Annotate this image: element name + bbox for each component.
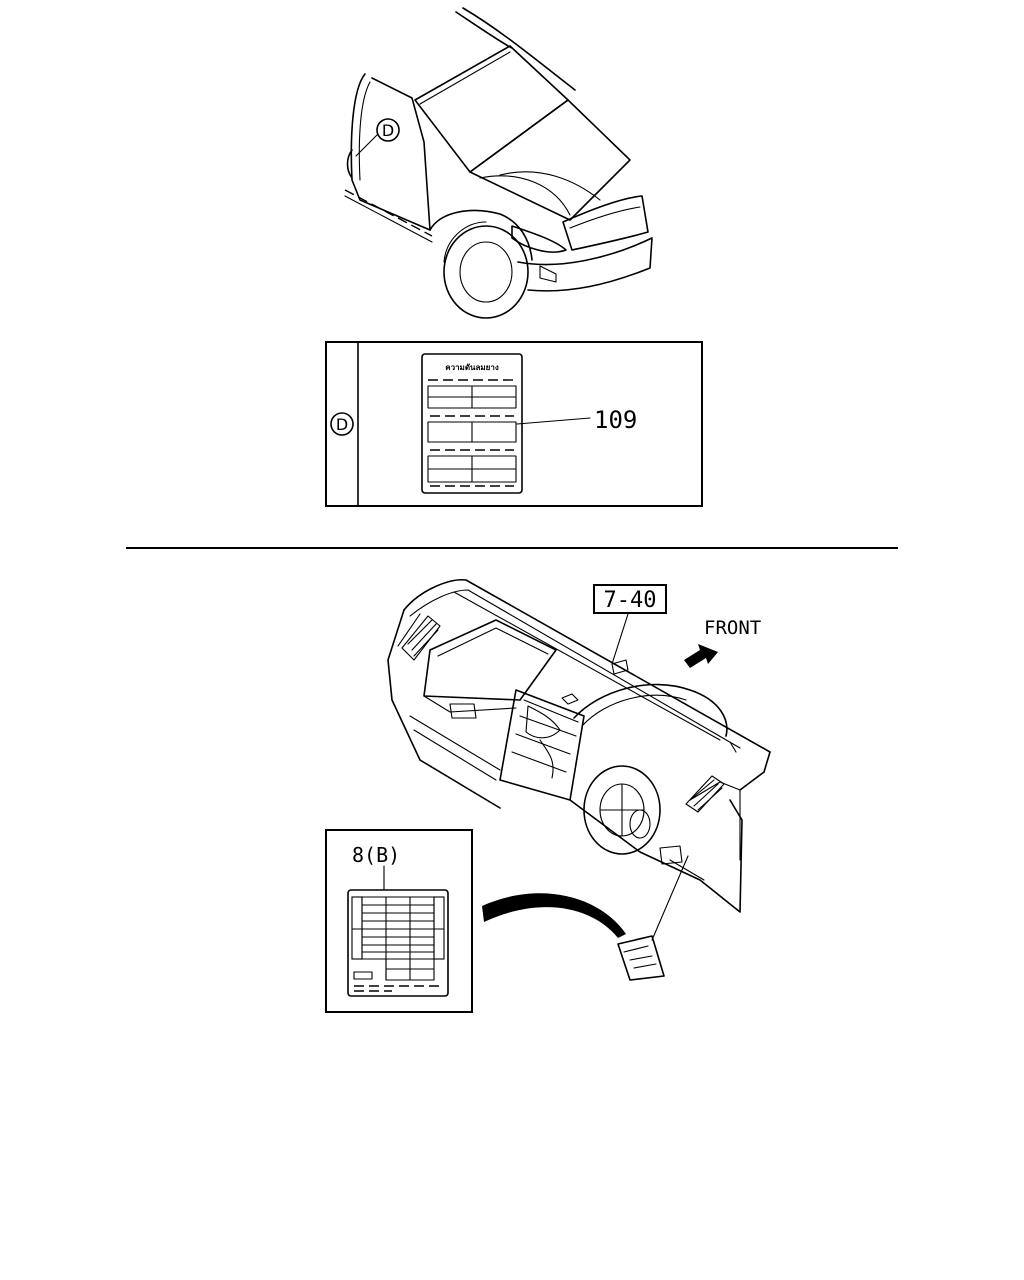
fuse-label-sticker (347, 889, 449, 997)
part-number-109: 109 (594, 406, 637, 434)
front-direction-indicator: FRONT (684, 617, 761, 668)
fuse-label-box: 8(B) (325, 829, 473, 1013)
front-arrow-icon (684, 644, 718, 668)
label-heading: ความดันลมยาง (445, 363, 499, 372)
vehicle-front-illustration: D (344, 7, 653, 319)
fuse-label-callout: 8(B) (352, 843, 400, 867)
detail-marker-box: D (336, 415, 348, 434)
detail-box-d: D ความดันลมยาง 109 (325, 341, 703, 507)
reference-label: 7-40 (604, 588, 657, 613)
detail-marker-vehicle: D (382, 121, 394, 140)
reference-7-40: 7-40 (593, 584, 667, 614)
front-label: FRONT (704, 617, 761, 639)
removal-arrow (482, 893, 626, 938)
dashboard-illustration (387, 579, 771, 981)
tire-pressure-label: ความดันลมยาง (421, 353, 523, 494)
